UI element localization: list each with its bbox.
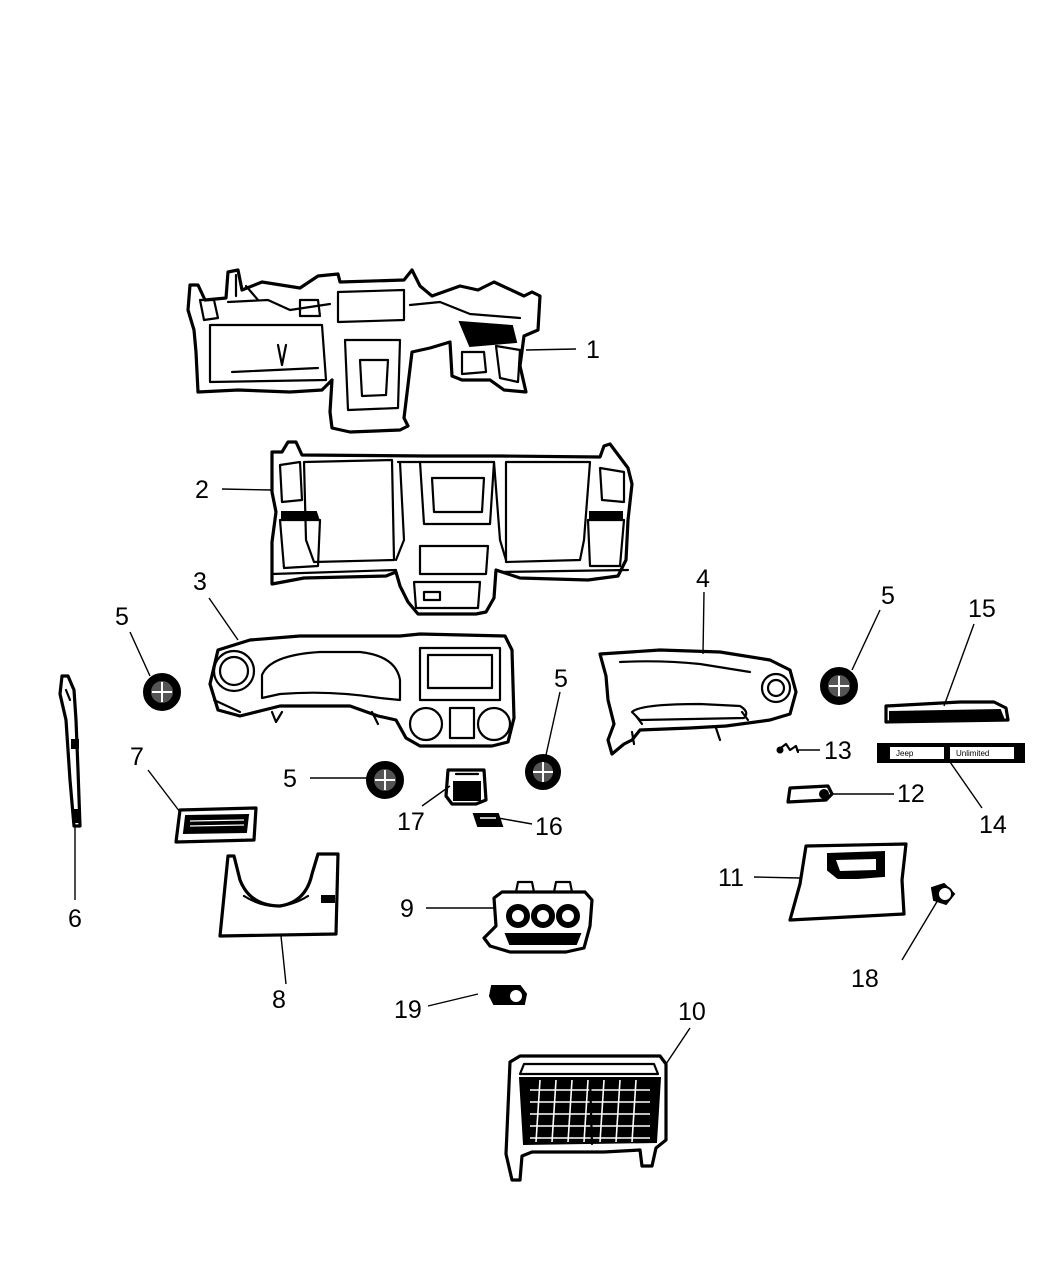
part-2-instrument-panel-base	[270, 440, 634, 616]
part-6-end-cap	[58, 674, 82, 828]
part-19-power-outlet	[488, 985, 528, 1005]
part-5-air-outlet-left	[143, 673, 181, 711]
part-5-air-outlet-center	[366, 761, 404, 799]
part-10-storage-bin	[504, 1054, 668, 1182]
leader-lines	[74, 348, 983, 1065]
callout-19: 19	[394, 996, 422, 1024]
callout-5-right: 5	[881, 582, 895, 610]
part-17-housing	[444, 768, 488, 806]
callout-11: 11	[718, 864, 744, 892]
callout-5-center: 5	[283, 765, 297, 793]
callout-6: 6	[68, 905, 82, 933]
badge-left-text: Jeep	[896, 749, 914, 758]
callout-1: 1	[586, 336, 600, 364]
part-12-glove-box-latch	[786, 784, 834, 804]
part-14-badge: Jeep Unlimited	[877, 743, 1025, 763]
part-5-air-outlet-right	[820, 667, 858, 705]
part-9-hvac-control-bezel	[482, 880, 594, 954]
part-13-clip	[776, 742, 800, 754]
callout-10: 10	[678, 998, 706, 1026]
part-1-cross-car-beam	[186, 268, 542, 434]
callout-9: 9	[400, 895, 414, 923]
part-3-cluster-bezel	[208, 632, 516, 748]
part-8-lower-center-bezel	[218, 852, 340, 938]
callout-2: 2	[195, 476, 209, 504]
part-5-air-outlet-right-center	[525, 754, 561, 790]
part-11-glove-box-door	[788, 842, 908, 922]
callout-8: 8	[272, 986, 286, 1014]
callout-5-right-center: 5	[554, 665, 568, 693]
callout-14: 14	[979, 811, 1007, 839]
callout-4: 4	[696, 565, 710, 593]
callout-13: 13	[824, 737, 852, 765]
badge-right-text: Unlimited	[956, 749, 989, 758]
callout-17: 17	[397, 808, 425, 836]
callout-18: 18	[851, 965, 879, 993]
callout-7: 7	[130, 743, 144, 771]
part-7-switch-bezel	[174, 806, 258, 844]
callout-labels: 1 2 3 4 5 5 5 5 6 7 8 9 10 11 12 13 14 1…	[68, 336, 1007, 1026]
callout-12: 12	[897, 780, 925, 808]
callout-16: 16	[535, 813, 563, 841]
part-16-small-switch	[472, 813, 504, 827]
part-4-passenger-panel	[598, 648, 798, 756]
callout-15: 15	[968, 595, 996, 623]
part-15-grab-handle-trim	[884, 700, 1010, 724]
callout-5-left: 5	[115, 603, 129, 631]
callout-3: 3	[193, 568, 207, 596]
part-18-knob	[930, 882, 956, 906]
